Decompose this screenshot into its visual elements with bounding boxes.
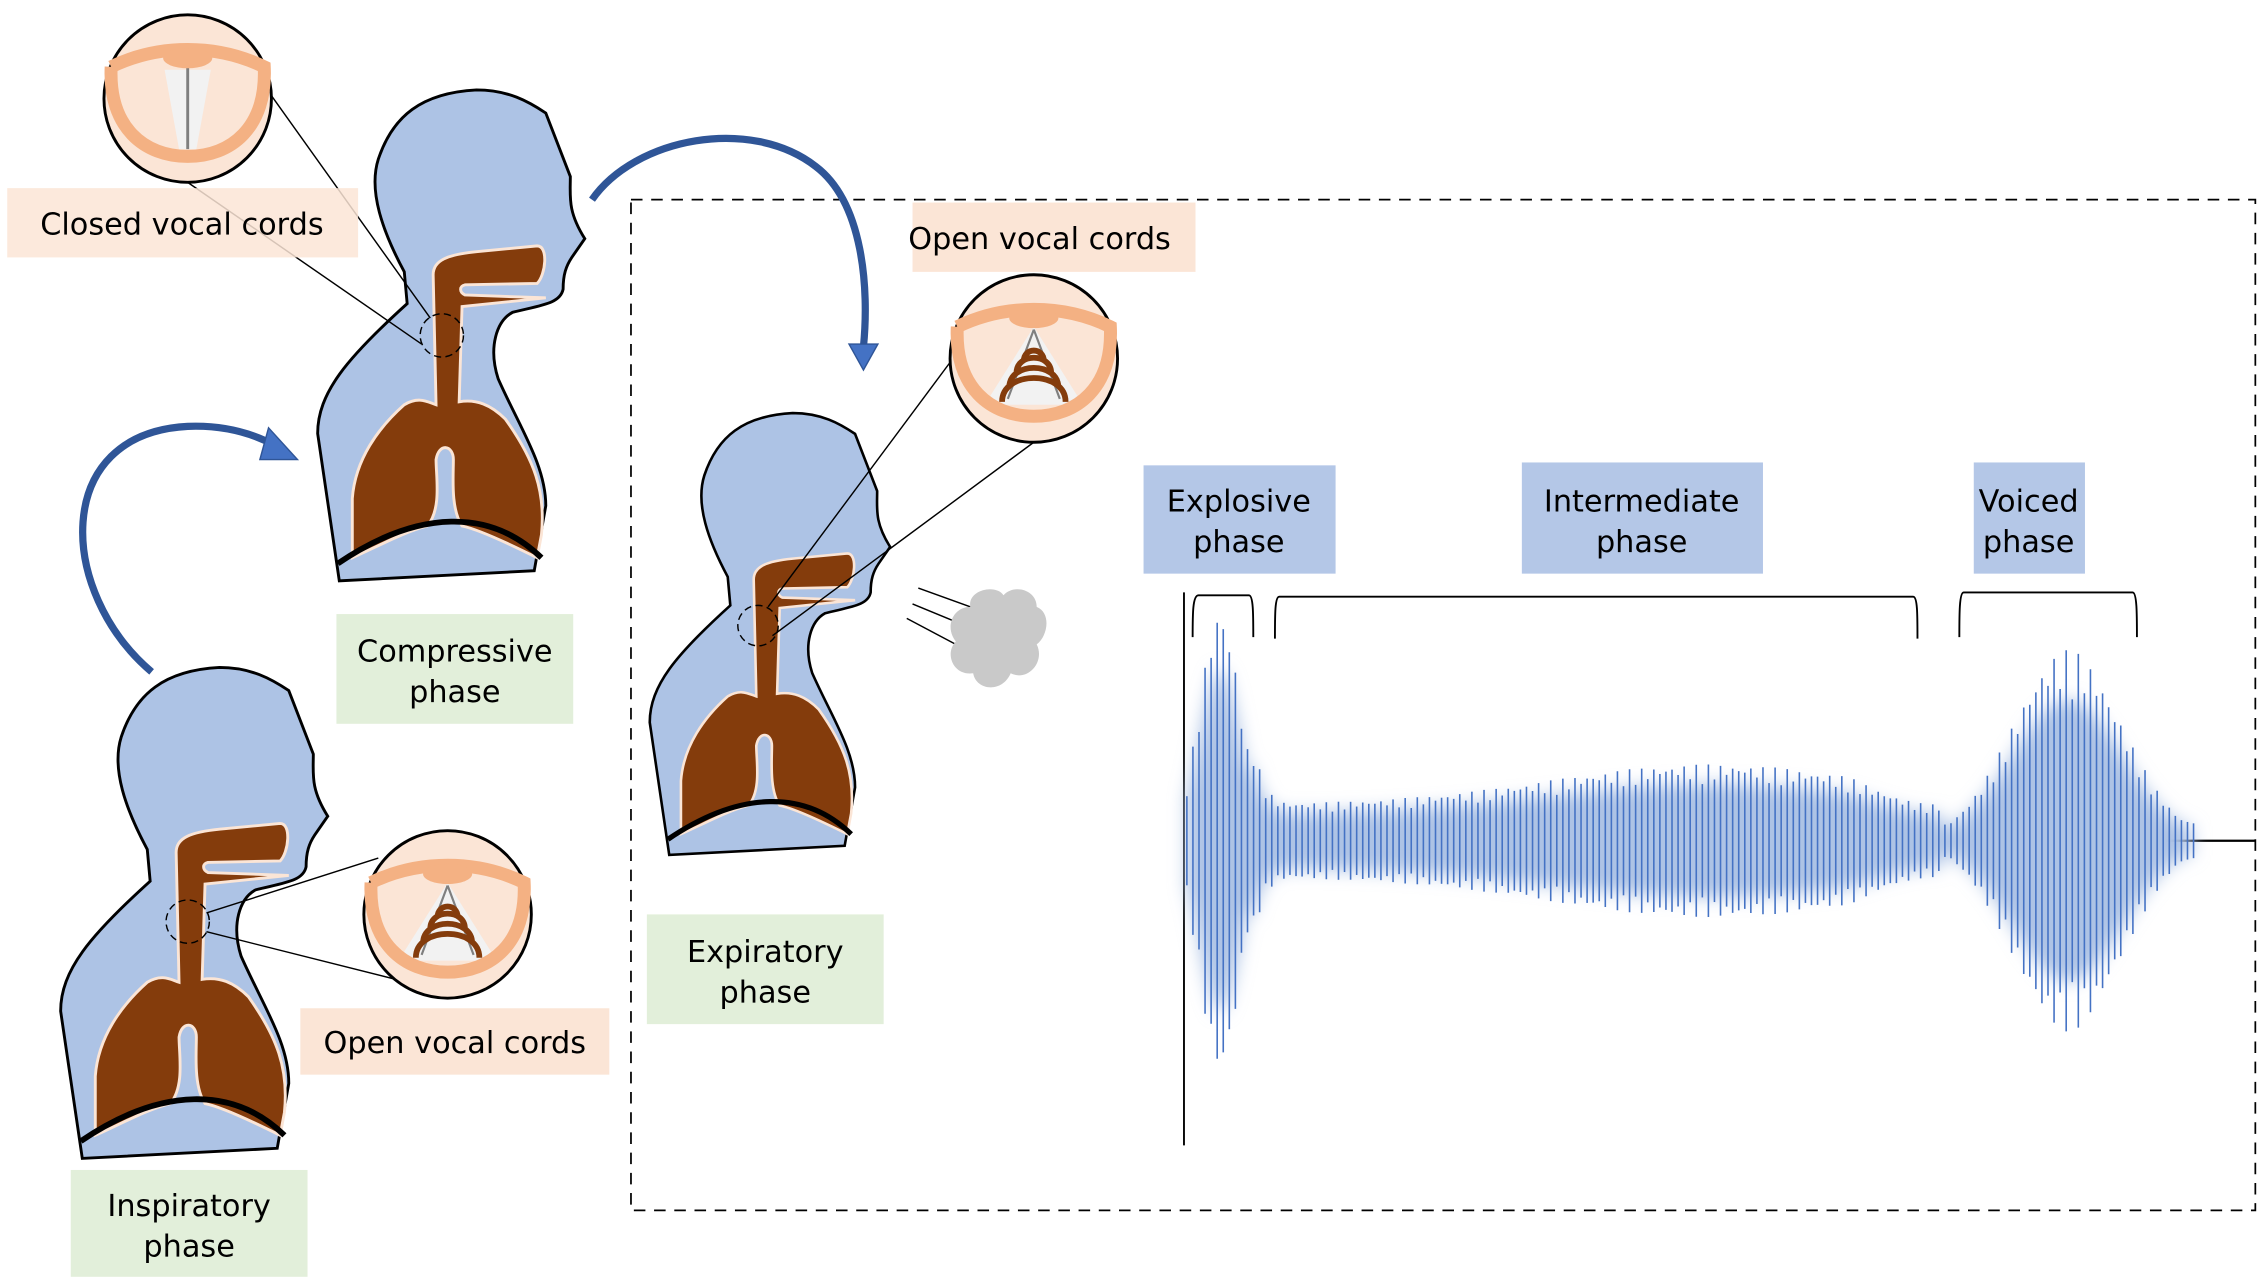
compressive-figure <box>318 90 585 581</box>
open-vocal-cords-label-box <box>300 1008 610 1075</box>
expiratory-phase-box <box>646 914 884 1025</box>
closed-vocal-cords-icon <box>104 15 271 182</box>
intermediate-bracket <box>1274 595 1919 639</box>
inspiratory-figure <box>61 667 328 1158</box>
open-vocal-cords-label-box <box>912 202 1196 272</box>
waveform <box>1186 622 2195 1059</box>
intermediate-phase-box <box>1521 462 1763 574</box>
larynx-marker <box>419 313 465 358</box>
expiratory-phase-label: Expiratory <box>687 935 844 970</box>
voiced-phase-label: Voiced <box>1979 485 2079 520</box>
expiratory-phase-label: phase <box>720 975 811 1010</box>
compressive-phase-box <box>336 614 574 724</box>
compressive-phase-label: Compressive <box>357 635 553 670</box>
inspiratory-phase-label: Inspiratory <box>107 1189 271 1224</box>
air-puff-icon <box>906 587 1047 688</box>
inspiratory-phase-box <box>70 1169 308 1277</box>
open-vocal-cords-icon <box>364 831 531 998</box>
closed-vocal-cords-label-box <box>7 188 359 258</box>
voiced-bracket <box>1958 591 2138 638</box>
explosive-phase-box <box>1143 465 1336 574</box>
arrow-inspiratory-to-compressive <box>79 422 300 675</box>
larynx-marker <box>165 899 211 944</box>
zoom-line <box>206 857 379 914</box>
open-vocal-cords-label: Open vocal cords <box>908 222 1171 257</box>
explosive-phase-label: phase <box>1193 525 1284 560</box>
explosive-phase-label: Explosive <box>1167 485 1311 520</box>
open-vocal-cords-icon <box>950 275 1117 442</box>
voiced-phase-label: phase <box>1983 525 2074 560</box>
voiced-phase-box <box>1973 462 2085 574</box>
intermediate-phase-label: phase <box>1596 525 1687 560</box>
inspiratory-phase-label: phase <box>143 1230 234 1265</box>
compressive-phase-label: phase <box>409 675 500 710</box>
arrow-compressive-to-expiratory <box>589 134 880 372</box>
zoom-line <box>772 441 1035 637</box>
intermediate-phase-label: Intermediate <box>1544 485 1740 520</box>
explosive-bracket <box>1191 594 1255 638</box>
expiratory-frame <box>630 198 2257 1212</box>
open-vocal-cords-label: Open vocal cords <box>324 1026 587 1061</box>
waveform-envelope <box>1186 669 2192 1013</box>
expiratory-figure <box>650 413 890 855</box>
closed-vocal-cords-label: Closed vocal cords <box>40 207 323 242</box>
larynx-marker <box>737 604 779 647</box>
zoom-line <box>206 931 408 983</box>
zoom-line <box>767 358 954 608</box>
